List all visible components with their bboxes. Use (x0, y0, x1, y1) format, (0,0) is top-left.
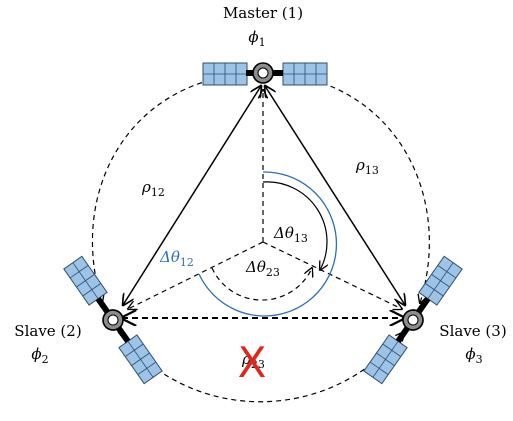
link-rho12 (123, 86, 261, 305)
angle-arc-dtheta13 (262, 181, 327, 270)
orbit-arc-1-2 (91, 75, 229, 303)
rho23-label: ρ23 (241, 350, 265, 371)
slave3-phase: ϕ3 (465, 345, 482, 366)
satellite-slave3 (363, 255, 463, 385)
satellite-master (202, 62, 328, 86)
spoke-2 (128, 241, 264, 309)
slave3-label: Slave (3) (439, 322, 506, 340)
center-spokes (128, 90, 402, 309)
dtheta12-label: Δθ12 (159, 248, 194, 269)
slave2-label: Slave (2) (14, 322, 81, 340)
blocked-x-icon: X (238, 338, 267, 387)
master-label: Master (1) (223, 4, 303, 22)
satellite-slave2 (63, 255, 163, 385)
direct-links (123, 86, 405, 305)
angle-arc-dtheta23 (211, 268, 312, 301)
spoke-3 (262, 241, 402, 309)
rho12-label: ρ12 (141, 178, 165, 199)
dtheta23-label: Δθ23 (245, 258, 280, 279)
angle-arc-dtheta12 (198, 171, 338, 317)
dtheta13-label: Δθ13 (273, 224, 308, 245)
master-phase: ϕ1 (248, 28, 265, 49)
rho13-label: ρ13 (355, 156, 379, 177)
slave2-phase: ϕ2 (31, 345, 48, 366)
link-rho13 (265, 86, 405, 305)
orbit-arc-1-3 (295, 75, 430, 303)
